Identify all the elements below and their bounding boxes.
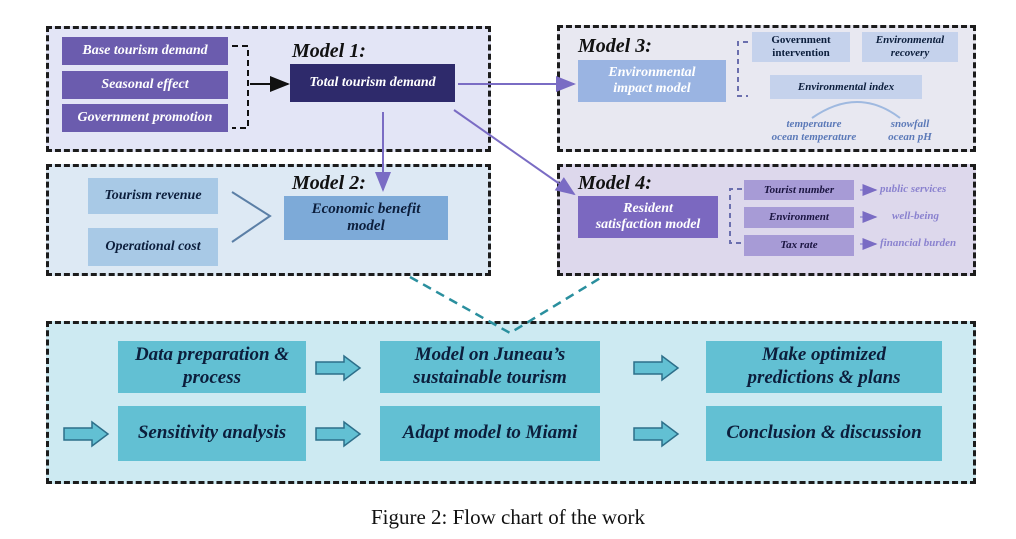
model4-title: Model 4: [578, 172, 652, 194]
environmental-recovery-box: Environmental recovery [862, 32, 958, 62]
resident-satisfaction-line2: satisfaction model [595, 217, 701, 232]
tourism-revenue-box: Tourism revenue [88, 178, 218, 214]
model-juneau-line2: sustainable tourism [413, 367, 567, 388]
resident-satisfaction-line1: Resident [623, 200, 673, 216]
figure-caption: Figure 2: Flow chart of the work [370, 505, 646, 529]
environmental-index-box: Environmental index [770, 75, 922, 99]
workflow-conclusion-discussion: Conclusion & discussion [706, 406, 942, 461]
temperature-label: temperature [786, 118, 842, 130]
workflow-sensitivity-analysis: Sensitivity analysis [118, 406, 306, 461]
workflow-adapt-model-miami: Adapt model to Miami [380, 406, 600, 461]
economic-benefit-line2: model [347, 218, 385, 234]
env-recovery-line1: Environmental [875, 34, 945, 47]
temperature-note: temperature ocean temperature [758, 118, 870, 143]
workflow-data-preparation: Data preparation & process [118, 341, 306, 393]
ocean-ph-label: ocean pH [888, 130, 932, 143]
workflow-model-juneau: Model on Juneau’s sustainable tourism [380, 341, 600, 393]
operational-cost-box: Operational cost [88, 228, 218, 266]
ocean-temperature-label: ocean temperature [771, 130, 857, 143]
effect-public-services: public services [880, 183, 947, 195]
optimized-predictions-line2: predictions & plans [747, 367, 901, 388]
model2-title: Model 2: [292, 172, 366, 194]
workflow-optimized-predictions: Make optimized predictions & plans [706, 341, 942, 393]
government-intervention-box: Government intervention [752, 32, 850, 62]
economic-benefit-model-box: Economic benefit model [284, 196, 448, 240]
factor-tax-rate: Tax rate [744, 235, 854, 256]
optimized-predictions-line1: Make optimized [761, 344, 887, 366]
effect-well-being: well-being [892, 210, 940, 222]
env-recovery-line2: recovery [890, 47, 930, 59]
data-preparation-line1: Data preparation & [134, 344, 290, 366]
total-tourism-demand-box: Total tourism demand [290, 64, 455, 102]
data-preparation-line2: process [182, 367, 242, 388]
resident-satisfaction-model-box: Resident satisfaction model [578, 196, 718, 238]
gov-intervention-line1: Government [771, 34, 831, 47]
input-base-tourism-demand: Base tourism demand [62, 37, 228, 65]
input-government-promotion: Government promotion [62, 104, 228, 132]
input-seasonal-effect: Seasonal effect [62, 71, 228, 99]
model3-title: Model 3: [578, 35, 652, 57]
environmental-impact-model-box: Environmental impact model [578, 60, 726, 102]
economic-benefit-line1: Economic benefit [311, 200, 421, 217]
environmental-impact-line2: impact model [613, 81, 691, 96]
gov-intervention-line2: intervention [772, 47, 830, 59]
effect-financial-burden: financial burden [880, 237, 957, 249]
factor-environment: Environment [744, 207, 854, 228]
snowfall-label: snowfall [890, 118, 930, 130]
environmental-impact-line1: Environmental [608, 64, 696, 80]
snowfall-note: snowfall ocean pH [874, 118, 946, 143]
model1-title: Model 1: [292, 40, 366, 62]
model-juneau-line1: Model on Juneau’s [414, 344, 566, 366]
factor-tourist-number: Tourist number [744, 180, 854, 200]
